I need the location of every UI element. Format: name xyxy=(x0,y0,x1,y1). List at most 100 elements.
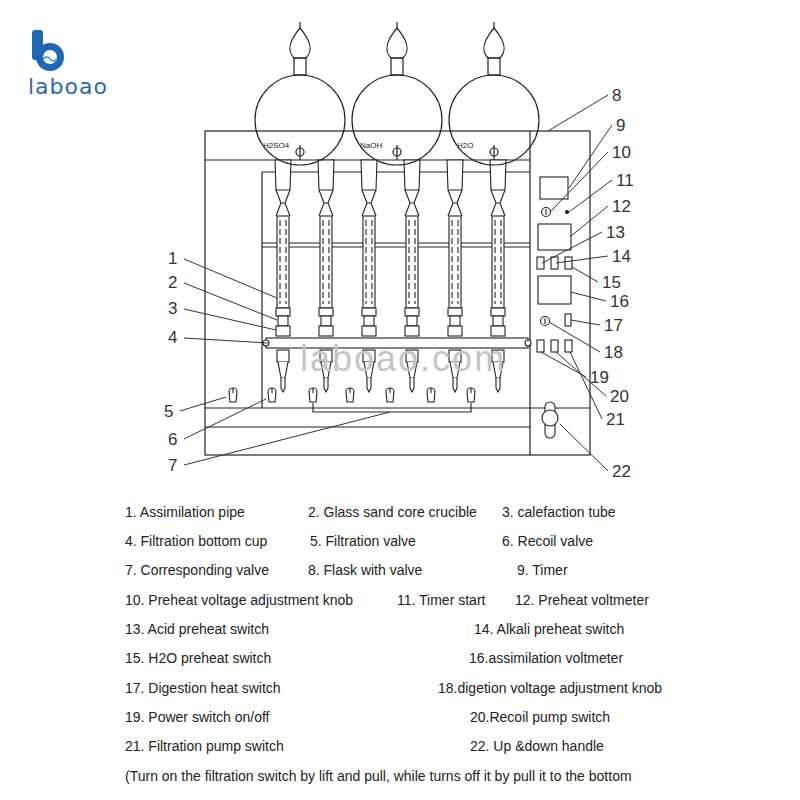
control-panel-part xyxy=(544,318,545,324)
leader-lines-part xyxy=(551,152,608,211)
callout-number-holder: 16 xyxy=(610,292,629,312)
part-list-entry: 21. Filtration pump switch xyxy=(125,737,284,755)
leader-lines-part xyxy=(184,399,266,439)
callout-number: 2 xyxy=(168,273,177,293)
callout-number-holder: 18 xyxy=(604,343,623,363)
control-panel-part xyxy=(551,340,558,352)
callout-number: 6 xyxy=(168,430,177,450)
part-list-entry: 10. Preheat voltage adjustment knob xyxy=(125,591,353,609)
cabinet-frame-part xyxy=(262,246,530,247)
callout-number-holder: 2 xyxy=(168,273,177,293)
callout-number-holder: 3 xyxy=(168,299,177,319)
callout-number: 21 xyxy=(606,410,625,430)
brand-logo-holder: laboao xyxy=(28,74,108,99)
part-list-entry: 17. Digestion heat switch xyxy=(125,679,281,697)
leader-lines-part xyxy=(569,180,612,212)
control-panel-part xyxy=(542,208,551,217)
part-list-entry: 8. Flask with valve xyxy=(308,561,422,579)
flask-necks-part xyxy=(299,145,300,160)
part-list-entry-holder: 2. Glass sand core crucible xyxy=(308,503,477,521)
control-panel-part xyxy=(565,314,571,326)
control-panel-part xyxy=(542,410,558,426)
valves-part xyxy=(346,388,354,402)
flask: NaOH xyxy=(351,74,443,166)
leader-lines-part xyxy=(572,267,598,282)
callout-number-holder: 21 xyxy=(606,410,625,430)
part-list-entry: 6. Recoil valve xyxy=(502,532,593,550)
flask-necks-part xyxy=(299,22,300,28)
part-list-entry: (Turn on the filtration switch by lift a… xyxy=(125,767,632,785)
leader-lines-part xyxy=(184,283,277,320)
callout-number: 18 xyxy=(604,343,623,363)
part-list-entry: 5. Filtration valve xyxy=(310,532,416,550)
part-list-entry-holder: 19. Power switch on/off xyxy=(125,708,269,726)
part-list-entry: 20.Recoil pump switch xyxy=(470,708,610,726)
part-list-entry-holder: (Turn on the filtration switch by lift a… xyxy=(125,767,632,785)
control-panel-part xyxy=(538,224,571,250)
part-list-entry-holder: 12. Preheat voltmeter xyxy=(515,591,649,609)
callout-number-holder: 12 xyxy=(612,197,631,217)
part-list-entry-holder: 9. Timer xyxy=(517,561,568,579)
callout-number-holder: 1 xyxy=(168,249,177,269)
part-list-entry-holder: 6. Recoil valve xyxy=(502,532,593,550)
flask-label: NaOH xyxy=(360,141,382,150)
leader-lines-part xyxy=(571,320,600,325)
flask-label: H2SO4 xyxy=(263,141,289,150)
part-list-entry: 15. H2O preheat switch xyxy=(125,649,271,667)
callout-number-holder: 17 xyxy=(604,316,623,336)
flask-necks-part xyxy=(396,145,397,160)
flask-label: H2O xyxy=(457,141,473,150)
part-list-entry-holder: 15. H2O preheat switch xyxy=(125,649,271,667)
part-list-entry: 18.digetion voltage adjustment knob xyxy=(438,679,662,697)
valves-part xyxy=(309,388,317,402)
part-list-entry-holder: 18.digetion voltage adjustment knob xyxy=(438,679,662,697)
part-list-entry: 3. calefaction tube xyxy=(502,503,616,521)
cabinet-frame-part xyxy=(262,171,530,172)
tubes-part xyxy=(275,160,291,392)
leader-lines-part xyxy=(184,309,276,330)
leader-lines-part xyxy=(548,95,608,131)
part-list-entry: 13. Acid preheat switch xyxy=(125,620,269,638)
leader-lines-part xyxy=(569,125,612,188)
callout-number-holder: 15 xyxy=(602,273,621,293)
callout-number-holder: 9 xyxy=(616,116,625,136)
leader-lines-part xyxy=(571,292,606,301)
tubes xyxy=(263,160,531,392)
callout-number-holder: 13 xyxy=(606,223,625,243)
part-list-entry: 19. Power switch on/off xyxy=(125,708,269,726)
part-list-entry-holder: 21. Filtration pump switch xyxy=(125,737,284,755)
logo-icon-part xyxy=(43,50,57,64)
callout-number-holder: 11 xyxy=(616,171,634,191)
leader-lines-part xyxy=(180,397,226,411)
part-list-entry-holder: 20.Recoil pump switch xyxy=(470,708,610,726)
part-list-entry-holder: 14. Alkali preheat switch xyxy=(474,620,624,638)
flask-necks-part xyxy=(484,28,505,58)
flask-necks-part xyxy=(391,58,403,75)
logo-icon-part xyxy=(43,57,57,61)
callout-number: 15 xyxy=(602,273,621,293)
part-list-entry: 16.assimilation voltmeter xyxy=(469,649,623,667)
callout-number: 7 xyxy=(168,456,177,476)
control-panel-part xyxy=(541,317,550,326)
cabinet-frame-part xyxy=(261,172,262,408)
control-panel-part xyxy=(565,257,572,269)
part-list-entry: 4. Filtration bottom cup xyxy=(125,532,267,550)
callout-number-holder: 20 xyxy=(610,387,629,407)
control-panel-part xyxy=(566,211,569,214)
callout-number-holder: 8 xyxy=(612,86,621,106)
valves-part xyxy=(427,388,435,402)
callout-number: 16 xyxy=(610,292,629,312)
callout-number: 17 xyxy=(604,316,623,336)
flask-outline xyxy=(254,74,346,166)
control-panel-part xyxy=(538,276,571,304)
callout-number: 5 xyxy=(164,402,173,422)
part-list-entry-holder: 10. Preheat voltage adjustment knob xyxy=(125,591,353,609)
part-list-entry-holder: 4. Filtration bottom cup xyxy=(125,532,267,550)
callout-number: 13 xyxy=(606,223,625,243)
part-list-entry-holder: 3. calefaction tube xyxy=(502,503,616,521)
valves-part xyxy=(229,388,237,402)
callout-number: 10 xyxy=(612,143,631,163)
logo-icon xyxy=(32,30,64,71)
flask-necks-part xyxy=(493,145,494,160)
